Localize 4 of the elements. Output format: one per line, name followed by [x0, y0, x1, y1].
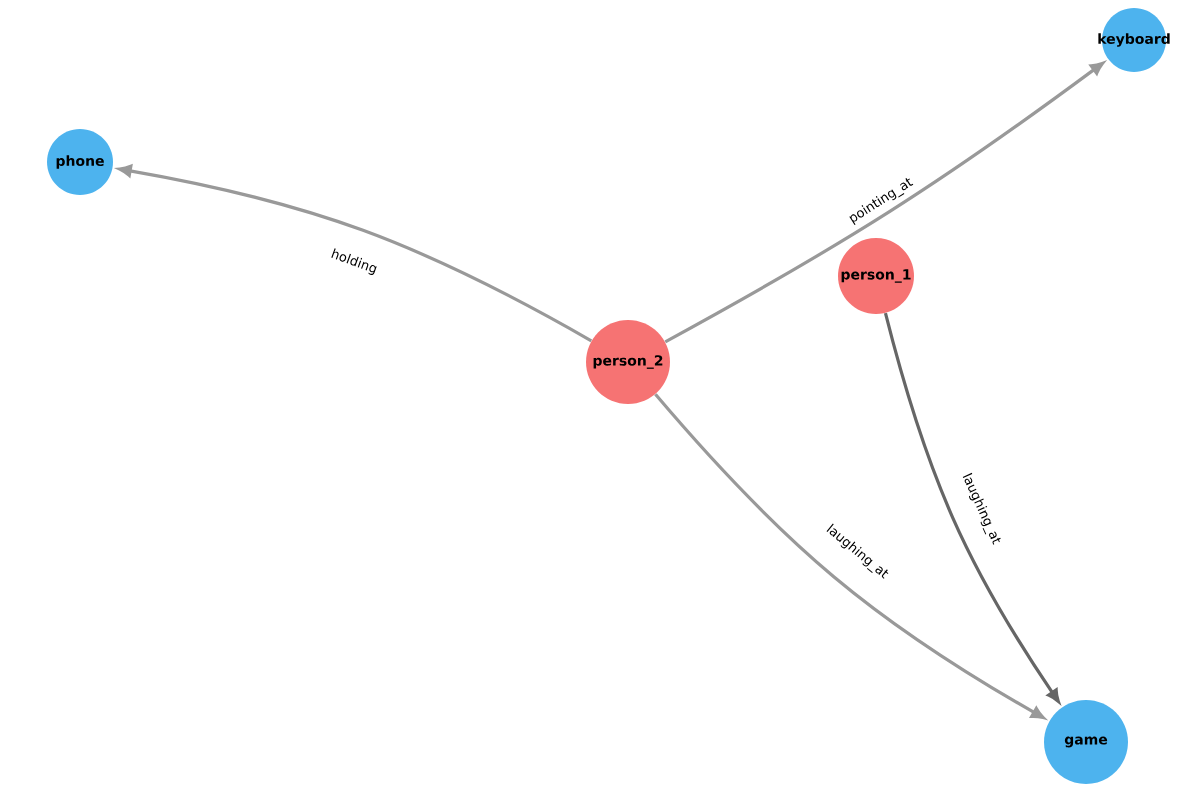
arrow: [654, 393, 1045, 720]
arrow: [118, 164, 593, 343]
arrow: [664, 61, 1104, 344]
arrow: [883, 312, 1060, 703]
